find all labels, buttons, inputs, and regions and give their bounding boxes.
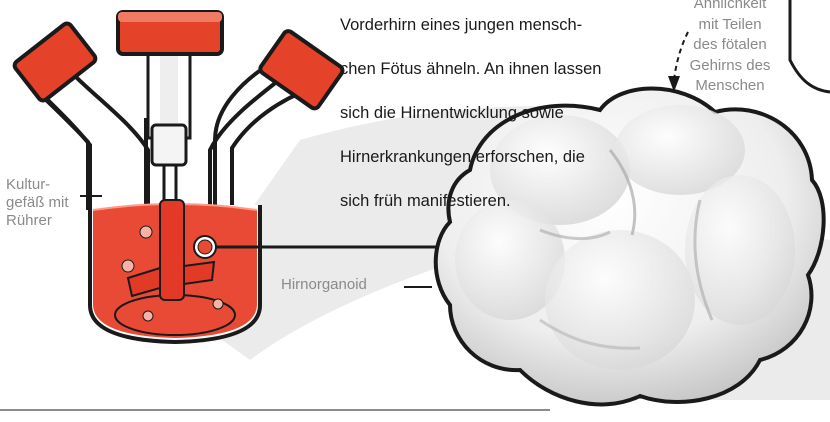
- intro-line: sich früh manifestieren.: [340, 190, 670, 212]
- highlighted-organoid: [198, 240, 212, 254]
- top-cap: [118, 12, 222, 54]
- intro-paragraph: Vorderhirn eines jungen mensch- chen Föt…: [340, 0, 670, 234]
- similarity-label: Ähnlichkeit mit Teilen des fötalen Gehir…: [676, 0, 784, 97]
- organoid-dot: [140, 226, 152, 238]
- organoid-dot: [122, 260, 134, 272]
- stirrer-rod-in-medium: [160, 200, 184, 300]
- intro-line: Vorderhirn eines jungen mensch-: [340, 14, 670, 36]
- stirrer-blade-right: [184, 262, 214, 284]
- fetal-brain-outline: [790, 0, 830, 92]
- flask-inner-left: [60, 60, 148, 205]
- vessel-label: Kultur- gefäß mit Rührer: [6, 176, 69, 230]
- organoid-label: Hirnorganoid: [281, 276, 367, 294]
- stirrer-connector: [152, 125, 186, 165]
- organoid-lobe: [685, 175, 795, 325]
- organoid-dot: [143, 311, 153, 321]
- intro-line: chen Fötus ähneln. An ihnen lassen: [340, 58, 670, 80]
- organoid-dot: [213, 299, 223, 309]
- right-cap: [258, 29, 344, 110]
- intro-line: sich die Hirnentwicklung sowie: [340, 102, 670, 124]
- stirrer-shaft: [164, 165, 176, 203]
- left-cap: [13, 22, 98, 103]
- intro-line: Hirnerkrankungen erforschen, die: [340, 146, 670, 168]
